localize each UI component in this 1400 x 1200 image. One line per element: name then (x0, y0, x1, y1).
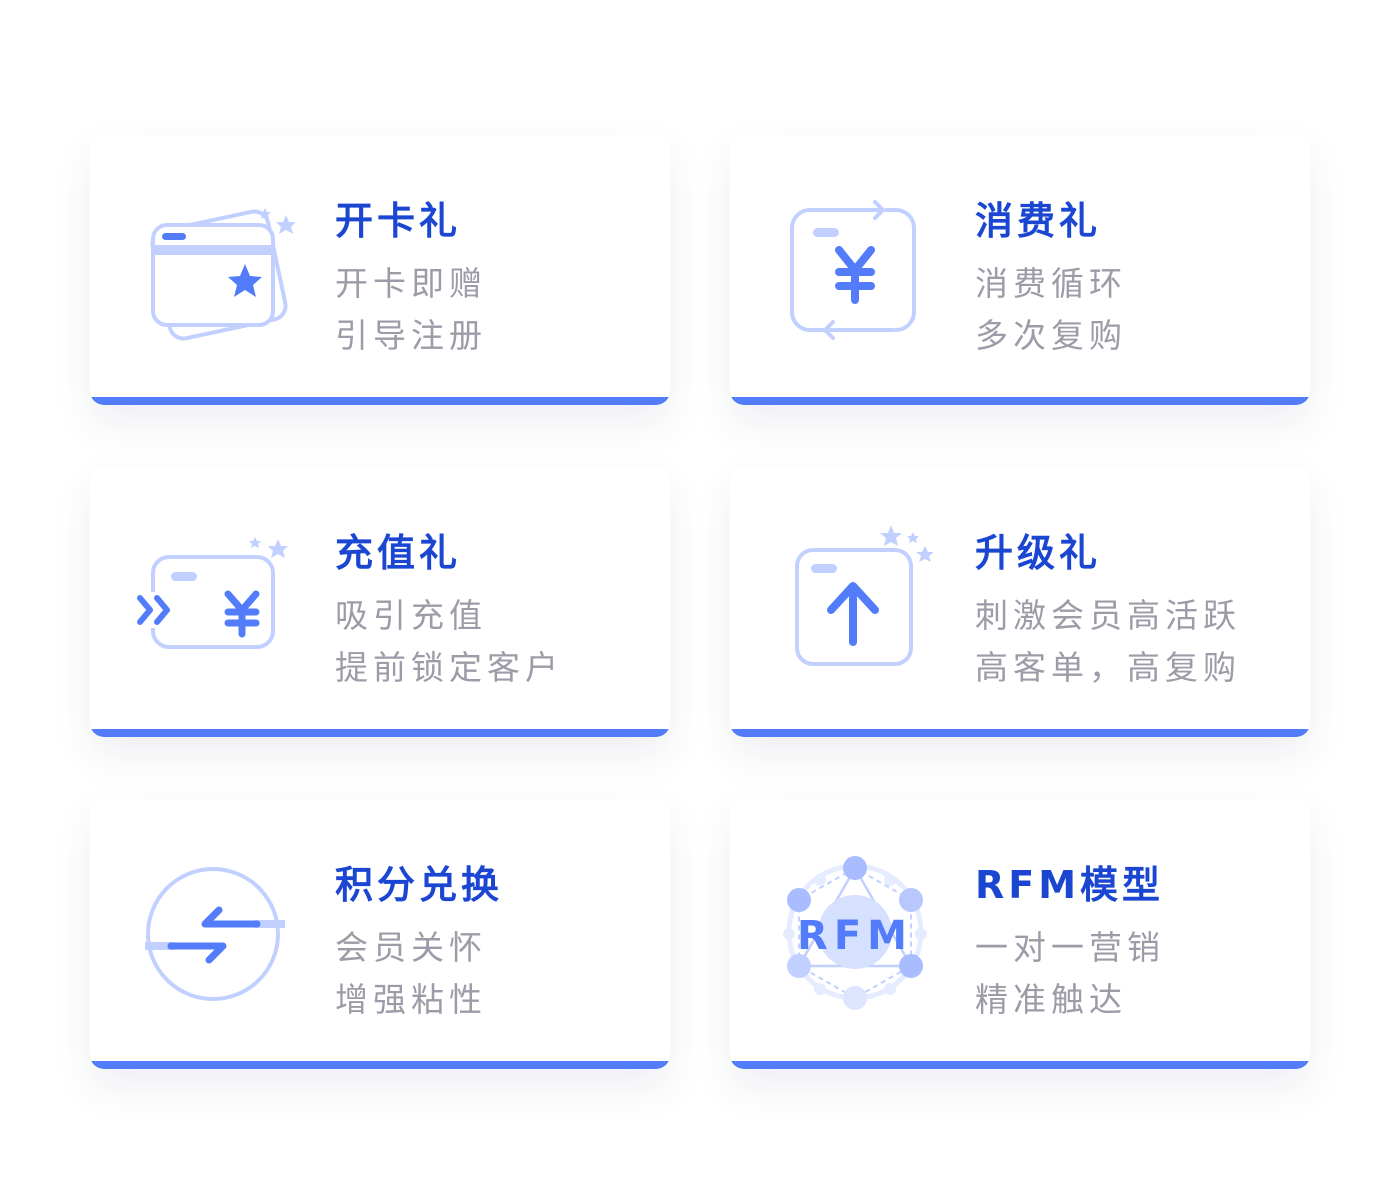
rfm-network-icon: RFM (783, 856, 927, 1010)
card-description: 高客单，高复购 (975, 648, 1241, 687)
card-accent-bar (730, 729, 1310, 737)
card-title: 消费礼 (975, 199, 1102, 243)
card-open-card-gift[interactable]: 开卡礼 开卡即赠 引导注册 (90, 135, 670, 405)
rfm-logo-text: RFM (797, 913, 913, 959)
card-accent-bar (730, 1061, 1310, 1069)
card-description: 引导注册 (335, 316, 487, 355)
card-description: 开卡即赠 (335, 264, 487, 303)
yuan-cycle-icon (790, 200, 916, 340)
card-title: 开卡礼 (335, 199, 462, 243)
card-rfm-model[interactable]: RFM RFM模型 一对一营销 精准触达 (730, 799, 1310, 1069)
card-description: 刺激会员高活跃 (975, 596, 1241, 635)
card-star-icon (150, 208, 295, 341)
card-title: 充值礼 (335, 531, 462, 575)
card-title: RFM模型 (975, 863, 1165, 907)
card-points-exchange[interactable]: 积分兑换 会员关怀 增强粘性 (90, 799, 670, 1069)
card-title: 升级礼 (975, 531, 1102, 575)
recharge-card-icon (135, 537, 288, 649)
card-title: 积分兑换 (335, 863, 504, 907)
card-description: 吸引充值 (335, 596, 487, 635)
card-description: 精准触达 (975, 980, 1127, 1019)
card-description: 多次复购 (975, 316, 1127, 355)
card-accent-bar (90, 729, 670, 737)
card-accent-bar (90, 1061, 670, 1069)
card-description: 增强粘性 (335, 980, 487, 1019)
card-accent-bar (90, 397, 670, 405)
card-description: 会员关怀 (335, 928, 487, 967)
card-description: 一对一营销 (975, 928, 1165, 967)
card-accent-bar (730, 397, 1310, 405)
card-recharge-gift[interactable]: 充值礼 吸引充值 提前锁定客户 (90, 467, 670, 737)
card-description: 提前锁定客户 (335, 648, 563, 687)
upgrade-arrow-icon (795, 525, 934, 666)
card-upgrade-gift[interactable]: 升级礼 刺激会员高活跃 高客单，高复购 (730, 467, 1310, 737)
card-consumption-gift[interactable]: 消费礼 消费循环 多次复购 (730, 135, 1310, 405)
card-description: 消费循环 (975, 264, 1127, 303)
exchange-icon (145, 867, 285, 1001)
